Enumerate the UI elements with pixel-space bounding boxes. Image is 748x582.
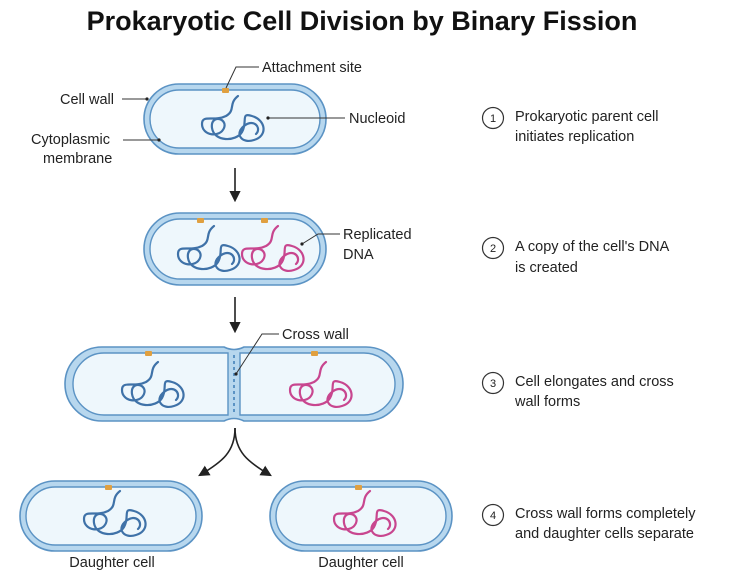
label-daughter-cell-right: Daughter cell (318, 555, 403, 571)
label-cell-wall: Cell wall (60, 92, 114, 108)
parent-cell (143, 83, 327, 155)
step-4: 4 Cross wall forms completely and daught… (481, 503, 696, 542)
daughter-cell-left (19, 480, 203, 552)
step-3: 3 Cell elongates and cross wall forms (481, 371, 674, 410)
step-text-line2: and daughter cells separate (515, 526, 694, 542)
arrow-split-right (234, 427, 272, 477)
step-number: 3 (490, 378, 496, 390)
step-text-line1: Prokaryotic parent cell (515, 109, 658, 125)
step-number: 4 (490, 510, 496, 522)
step-text-line2: initiates replication (515, 129, 634, 145)
step-number-badge (481, 371, 505, 395)
label-attachment-site: Attachment site (262, 60, 362, 76)
elongated-cell (64, 346, 404, 422)
step-text-line1: Cross wall forms completely (515, 506, 696, 522)
step-text-line1: Cell elongates and cross (515, 374, 674, 390)
step-number: 1 (490, 113, 496, 125)
step-number-badge (481, 106, 505, 130)
step-text-line1: A copy of the cell's DNA (515, 239, 670, 255)
attachment-site-marker-d (311, 351, 318, 356)
step-2: 2 A copy of the cell's DNA is created (481, 236, 670, 276)
label-cross-wall: Cross wall (282, 327, 349, 343)
step-number: 2 (490, 243, 496, 255)
replicating-cell (143, 212, 327, 286)
label-nucleoid: Nucleoid (349, 111, 405, 127)
step-1: 1 Prokaryotic parent cell initiates repl… (481, 106, 658, 145)
attachment-site-marker-b (261, 218, 268, 223)
label-cytoplasmic-membrane-1: Cytoplasmic (31, 132, 110, 148)
attachment-site-marker-e (105, 485, 112, 490)
label-cytoplasmic-membrane-2: membrane (43, 151, 112, 167)
leader-cross-wall (235, 333, 279, 375)
attachment-site-marker-c (145, 351, 152, 356)
label-replicated-dna-2: DNA (343, 247, 374, 263)
attachment-site-marker-f (355, 485, 362, 490)
step-text-line2: is created (515, 260, 578, 276)
daughter-cell-right (269, 480, 453, 552)
label-replicated-dna-1: Replicated (343, 227, 412, 243)
diagram-title: Prokaryotic Cell Division by Binary Fiss… (87, 6, 638, 36)
step-number-badge (481, 236, 505, 260)
arrow-split-left (198, 427, 236, 477)
attachment-site-marker-a (197, 218, 204, 223)
leader-replicated-dna (301, 233, 340, 245)
attachment-site-marker (222, 88, 229, 93)
step-number-badge (481, 503, 505, 527)
leader-attachment-site (225, 66, 259, 89)
label-daughter-cell-left: Daughter cell (69, 555, 154, 571)
step-text-line2: wall forms (514, 394, 580, 410)
